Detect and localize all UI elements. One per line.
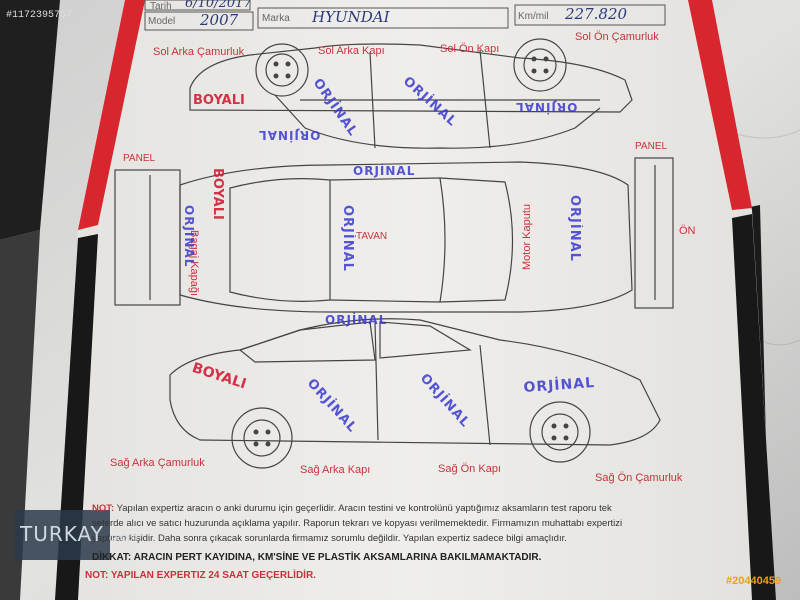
model-value: 2007: [200, 11, 239, 29]
label-sol-arka-kapi: Sol Arka Kapı: [318, 45, 385, 57]
note-label: NOT:: [92, 503, 115, 514]
stamp-orjinal-7: ORJİNAL: [340, 205, 355, 272]
stamp-orjinal-8: ORJİNAL: [567, 195, 582, 262]
tarih-label: Tarih: [150, 1, 172, 12]
validity-note: NOT: YAPILAN EXPERTIZ 24 SAAT GEÇERLİDİR…: [85, 570, 316, 581]
label-sag-on-camurluk: Sağ Ön Çamurluk: [595, 472, 683, 484]
marka-value: HYUNDAI: [312, 8, 390, 26]
label-sol-arka-camurluk: Sol Arka Çamurluk: [153, 46, 245, 58]
note-line-3: yaptıran kişidir. Daha sonra çıkacak sor…: [92, 533, 567, 544]
stamp-orjinal-1: ORJİNAL: [258, 128, 321, 142]
model-label: Model: [148, 16, 176, 27]
km-value: 227.820: [565, 5, 628, 23]
logo-brand: TURKAY: [20, 522, 104, 546]
marka-label: Marka: [262, 13, 290, 24]
label-sol-on-kapi: Sol Ön Kapı: [440, 43, 500, 55]
label-panel-right: PANEL: [635, 141, 668, 152]
note-line-1: NOT: Yapılan expertiz aracın o anki duru…: [92, 503, 612, 514]
label-panel-left: PANEL: [123, 153, 156, 164]
stamp-orjinal-6: ORJİNAL: [182, 205, 196, 268]
note-text-1: Yapılan expertiz aracın o anki durumu iç…: [116, 503, 612, 514]
image-id-watermark: #1172395757: [6, 10, 73, 21]
stamp-orjinal-5: ORJİNAL: [353, 164, 416, 178]
tarih-value: 6/10/2017: [185, 0, 252, 11]
label-motor-kaputu: Motor Kaputu: [521, 203, 533, 270]
note-line-2: seferde alıcı ve satıcı huzurunda açıkla…: [92, 518, 623, 529]
turkay-logo: TURKAY GROUP: [20, 522, 138, 546]
stamp-boyali-bagaj: BOYALI: [210, 168, 225, 220]
label-on: ÖN: [679, 225, 696, 237]
label-tavan: TAVAN: [356, 231, 388, 242]
dikkat-warning: DİKKAT: ARACIN PERT KAYIDINA, KM'SİNE VE…: [92, 552, 542, 563]
stamp-orjinal-4: ORJİNAL: [515, 100, 578, 114]
label-sol-on-camurluk: Sol Ön Çamurluk: [575, 31, 659, 43]
label-sag-arka-kapi: Sağ Arka Kapı: [300, 464, 371, 476]
stamp-orjinal-9: ORJİNAL: [325, 313, 388, 327]
km-label: Km/mil: [518, 11, 549, 22]
logo-sub: GROUP: [108, 534, 138, 543]
label-sag-arka-camurluk: Sağ Arka Çamurluk: [110, 457, 205, 469]
stamp-boyali-sol-arka: BOYALI: [193, 93, 245, 108]
label-sag-on-kapi: Sağ Ön Kapı: [438, 463, 501, 475]
ad-id: #20440459: [726, 575, 782, 587]
